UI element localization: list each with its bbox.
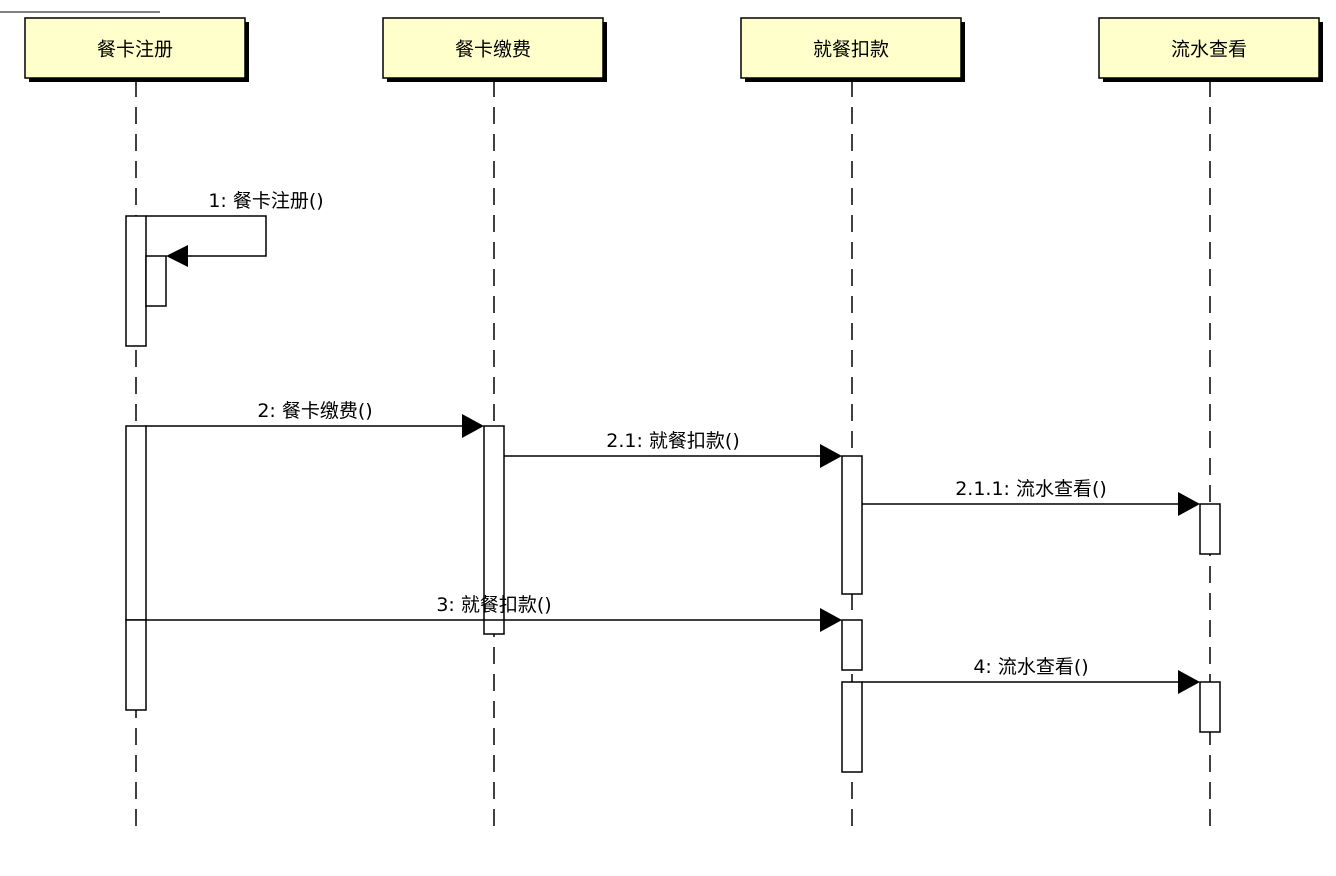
arrow-head-icon: [1178, 492, 1200, 516]
activation-bar: [145, 255, 167, 307]
lifeline-label: 流水查看: [1171, 39, 1247, 61]
message-2: 2: 餐卡缴费(): [146, 400, 484, 438]
activation-bar: [841, 455, 863, 595]
message-4: 4: 流水查看(): [862, 656, 1200, 694]
arrow-head-icon: [1178, 670, 1200, 694]
activation-bar: [1199, 503, 1221, 555]
lifeline-header-deduct: 就餐扣款: [740, 17, 965, 82]
lifeline-label: 餐卡注册: [97, 39, 173, 61]
arrow-head-icon: [820, 608, 842, 632]
activation-bar: [841, 681, 863, 773]
lifeline-header-pay: 餐卡缴费: [382, 17, 607, 82]
lifeline-header-reg: 餐卡注册: [24, 17, 249, 82]
message-1: 1: 餐卡注册(): [146, 190, 324, 267]
activation-bar: [125, 425, 147, 621]
activation-bar: [483, 425, 505, 635]
message-label: 2: 餐卡缴费(): [257, 400, 372, 422]
message-label: 2.1: 就餐扣款(): [606, 430, 739, 452]
arrow-head-icon: [462, 414, 484, 438]
message-2-1: 2.1: 就餐扣款(): [504, 430, 842, 468]
activation-bar: [841, 619, 863, 671]
message-label: 3: 就餐扣款(): [436, 594, 551, 616]
message-label: 4: 流水查看(): [973, 656, 1088, 678]
arrow-head-icon: [166, 245, 188, 267]
message-2-1-1: 2.1.1: 流水查看(): [862, 478, 1200, 516]
activation-bar: [1199, 681, 1221, 733]
message-label: 1: 餐卡注册(): [208, 190, 323, 212]
lifeline-label: 就餐扣款: [813, 39, 889, 61]
lifeline-label: 餐卡缴费: [455, 39, 531, 61]
message-label: 2.1.1: 流水查看(): [955, 478, 1107, 500]
activation-bar: [125, 619, 147, 711]
message-3: 3: 就餐扣款(): [146, 594, 842, 632]
arrow-head-icon: [820, 444, 842, 468]
activation-bar: [125, 215, 147, 347]
lifeline-header-flow: 流水查看: [1098, 17, 1323, 82]
